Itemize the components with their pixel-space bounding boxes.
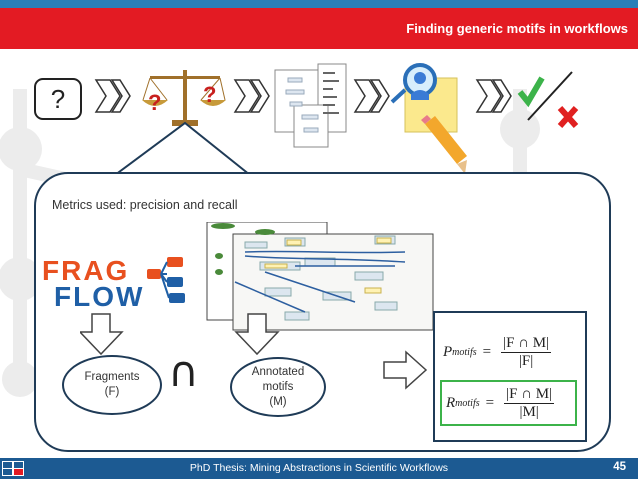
search-analysis-icon bbox=[390, 63, 467, 174]
check-cross-icon bbox=[517, 71, 579, 128]
precision-numerator: |F ∩ M| bbox=[501, 335, 552, 353]
recall-denominator: |M| bbox=[519, 403, 539, 420]
precision-lhs: P bbox=[443, 344, 453, 360]
title-bar: Finding generic motifs in workflows bbox=[0, 8, 638, 49]
footer-text: PhD Thesis: Mining Abstractions in Scien… bbox=[189, 462, 449, 474]
slide-title: Finding generic motifs in workflows bbox=[406, 21, 628, 36]
svg-text:?: ? bbox=[148, 90, 161, 115]
university-logo-icon bbox=[2, 461, 24, 476]
balance-scale-icon: ? ? bbox=[142, 70, 226, 126]
metrics-text: Metrics used: precision and recall bbox=[52, 198, 238, 212]
callout-pointer bbox=[114, 121, 251, 176]
top-stripe bbox=[0, 0, 638, 8]
chevron-arrows bbox=[94, 79, 512, 113]
background-network-pattern bbox=[0, 89, 540, 397]
down-arrows bbox=[80, 313, 280, 356]
recall-numerator: |F ∩ M| bbox=[504, 385, 555, 404]
workflow-documents-icon bbox=[274, 63, 347, 148]
fragments-label: Fragments (F) bbox=[84, 371, 140, 398]
precision-denominator: |F| bbox=[518, 353, 534, 369]
precision-subscript: motifs bbox=[452, 347, 477, 358]
intersection-symbol: ∩ bbox=[168, 347, 199, 396]
annotated-motifs-ellipse: Annotated motifs (M) bbox=[230, 357, 326, 417]
annotated-motifs-label: Annotated motifs (M) bbox=[251, 365, 305, 408]
fragflow-logo-line2: FLOW bbox=[54, 281, 145, 312]
recall-fraction: |F ∩ M| |M| bbox=[504, 385, 555, 421]
formula-box bbox=[433, 311, 587, 442]
right-arrow bbox=[383, 350, 428, 390]
fragflow-logo-line1: FRAG bbox=[42, 255, 130, 286]
recall-subscript: motifs bbox=[455, 397, 480, 409]
question-box: ? bbox=[34, 78, 82, 120]
recall-equals: = bbox=[485, 394, 495, 411]
precision-fraction: |F ∩ M| |F| bbox=[501, 335, 552, 370]
precision-equals: = bbox=[482, 344, 492, 360]
fragflow-graph-icon bbox=[147, 257, 185, 303]
fragflow-logo: FRAG FLOW bbox=[42, 255, 145, 312]
footer-bar: PhD Thesis: Mining Abstractions in Scien… bbox=[0, 458, 638, 479]
svg-text:?: ? bbox=[203, 82, 216, 107]
fragments-ellipse: Fragments (F) bbox=[62, 355, 162, 415]
process-pipeline: ? ? bbox=[94, 63, 579, 174]
page-number: 45 bbox=[613, 461, 626, 473]
recall-lhs: R bbox=[446, 394, 456, 411]
